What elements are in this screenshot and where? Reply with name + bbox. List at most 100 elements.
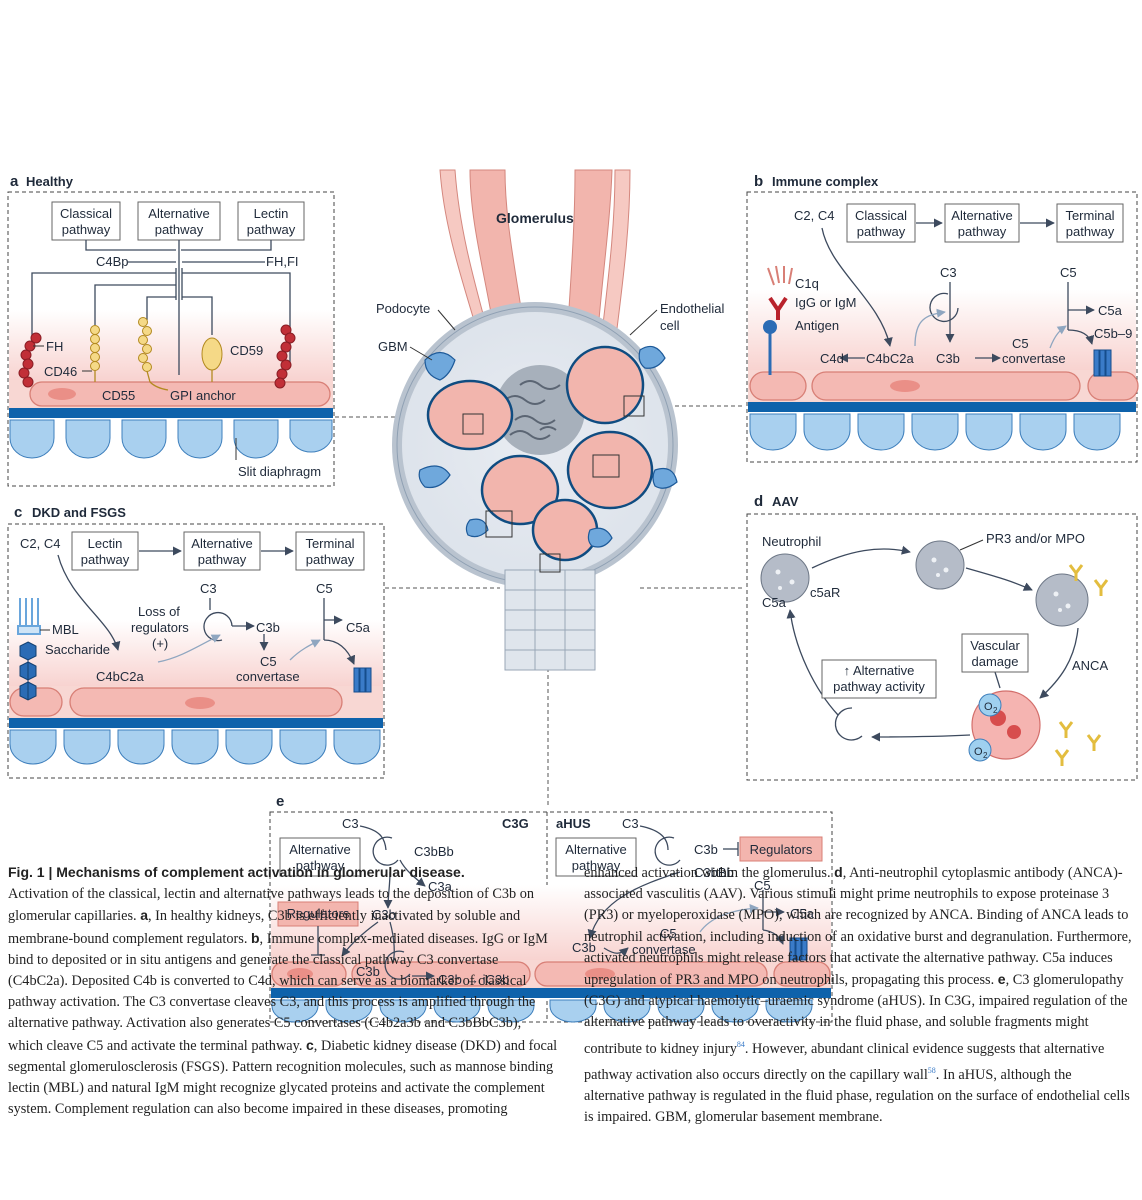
citation-84[interactable]: 84 [736, 1039, 745, 1049]
label-pathway-activity: pathway activity [833, 679, 925, 694]
ahus-c3b: C3b [694, 842, 718, 857]
panel-a-healthy: a Healthy Classical pathway Alternative … [7, 173, 335, 487]
ahus-c3bbb: C3bBb [694, 865, 734, 880]
glomerulus-illustration: Glomerulus Podocyte GBM Endothelial cell [376, 169, 724, 671]
label-anca: ANCA [1072, 658, 1108, 673]
o2-sub-1: 2 [993, 706, 998, 715]
c3g-box-1: Alternative [289, 842, 350, 857]
label-c3g: C3G [502, 816, 529, 831]
caption-left-column: Fig. 1 | Mechanisms of complement activa… [8, 862, 558, 1120]
caption-left-3: , Immune complex-mediated diseases. IgG … [8, 930, 548, 1054]
caption-ref-d: d [834, 864, 843, 880]
anca-glyphs [1054, 564, 1109, 766]
panel-c-c5conv-1: C5 [260, 654, 277, 669]
panel-c-box-lectin-1: Lectin [88, 536, 123, 551]
label-alternative-up: ↑ Alternative [844, 663, 915, 678]
panel-a-box-alternative-2: pathway [155, 222, 204, 237]
ahus-c5conv-2: convertase [632, 942, 696, 957]
panel-b-box-alternative-1: Alternative [951, 208, 1012, 223]
panel-a-box-classical-1: Classical [60, 206, 112, 221]
panel-b-box-alternative-2: pathway [958, 224, 1007, 239]
ahus-c3b-2: C3b [572, 940, 596, 955]
o2-sub-2: 2 [983, 751, 988, 760]
panel-b-immune-complex: b Immune complex C2, C4 Classical pathwa… [746, 173, 1139, 463]
panel-c-c4bc2a: C4bC2a [96, 669, 144, 684]
c3g-regulators: Regulators [287, 906, 350, 921]
label-cd55: CD55 [102, 388, 135, 403]
label-c5a: C5a [762, 595, 787, 610]
panel-b-title: Immune complex [772, 174, 879, 189]
citation-58[interactable]: 58 [927, 1065, 936, 1075]
panel-b-c5b9: C5b–9 [1094, 326, 1132, 341]
o2-label-2: O [974, 746, 983, 758]
panel-a-box-lectin-2: pathway [247, 222, 296, 237]
mac-complex-glyph-c [353, 667, 372, 693]
caption-right-5: . In aHUS, although the alternative path… [584, 1066, 1130, 1125]
mac-complex-glyph-e [789, 937, 808, 961]
caption-heading: Fig. 1 | Mechanisms of complement activa… [8, 864, 465, 880]
panel-b-c2c4: C2, C4 [794, 208, 834, 223]
label-saccharide: Saccharide [45, 642, 110, 657]
label-podocyte: Podocyte [376, 301, 430, 316]
panel-c-box-alternative-1: Alternative [191, 536, 252, 551]
label-slit-diaphragm: Slit diaphragm [238, 464, 321, 479]
label-plus: (+) [152, 636, 168, 651]
panel-c-letter: c [14, 504, 22, 521]
panel-d-aav: d AAV O 2 O 2 [746, 493, 1138, 781]
panel-e-letter: e [276, 793, 284, 810]
panel-b-letter: b [754, 173, 763, 190]
c3g-c3: C3 [342, 816, 359, 831]
label-c4bp: C4Bp [96, 254, 129, 269]
c3g-c3b-3: C3b [438, 972, 462, 987]
panel-c-box-terminal-2: pathway [306, 552, 355, 567]
ahus-c5conv-1: C5 [660, 926, 677, 941]
panel-b-box-terminal-1: Terminal [1065, 208, 1114, 223]
label-loss-of: Loss of [138, 604, 180, 619]
ahus-c5: C5 [754, 878, 771, 893]
o2-label-1: O [984, 701, 993, 713]
panel-c-c5: C5 [316, 581, 333, 596]
caption-ref-b: b [250, 929, 260, 946]
caption-ref-c: c [306, 1036, 314, 1053]
panel-a-box-classical-2: pathway [62, 222, 111, 237]
ahus-box-2: pathway [572, 858, 621, 873]
panel-b-c3b: C3b [936, 351, 960, 366]
panel-c-box-lectin-2: pathway [81, 552, 130, 567]
panel-c-box-terminal-1: Terminal [305, 536, 354, 551]
panel-b-c5a: C5a [1098, 303, 1123, 318]
caption-left-1: Activation of the classical, lectin and … [8, 886, 535, 925]
label-gbm: GBM [378, 339, 408, 354]
c3g-box-2: pathway [296, 858, 345, 873]
label-antigen: Antigen [795, 318, 839, 333]
caption-ref-a: a [140, 907, 148, 924]
panel-c-c5conv-2: convertase [236, 669, 300, 684]
panel-a-title: Healthy [26, 174, 74, 189]
panel-b-box-classical-2: pathway [857, 224, 906, 239]
c3g-c3b-2: C3b [356, 964, 380, 979]
panel-b-box-terminal-2: pathway [1066, 224, 1115, 239]
panel-a-letter: a [10, 173, 19, 190]
panel-a-box-alternative-1: Alternative [148, 206, 209, 221]
label-cd59: CD59 [230, 343, 263, 358]
panel-c-box-alternative-2: pathway [198, 552, 247, 567]
label-ahus: aHUS [556, 816, 591, 831]
panel-b-c5conv-2: convertase [1002, 351, 1066, 366]
panel-b-c3: C3 [940, 265, 957, 280]
panel-e-c3g-ahus: e C3G aHUS [269, 793, 833, 1023]
caption-left-4: , Diabetic kidney disease (DKD) and foca… [8, 1037, 558, 1118]
caption-right-column: enhanced activation within the glomerulu… [584, 862, 1134, 1128]
label-regulators: regulators [131, 620, 189, 635]
label-gpi-anchor: GPI anchor [170, 388, 236, 403]
glomerulus-title: Glomerulus [496, 210, 574, 226]
label-vascular: Vascular [970, 638, 1020, 653]
mac-complex-glyph [1093, 349, 1112, 377]
ahus-box-1: Alternative [565, 842, 626, 857]
panel-b-c4bc2a: C4bC2a [866, 351, 914, 366]
c3g-c3bbb: C3bBb [414, 844, 454, 859]
figure-caption: Fig. 1 | Mechanisms of complement activa… [8, 862, 1136, 1196]
c3g-ic3b: → iC3b [466, 972, 509, 987]
caption-ref-e: e [997, 971, 1006, 988]
panel-c-c5a: C5a [346, 620, 371, 635]
panel-c-c3b: C3b [256, 620, 280, 635]
